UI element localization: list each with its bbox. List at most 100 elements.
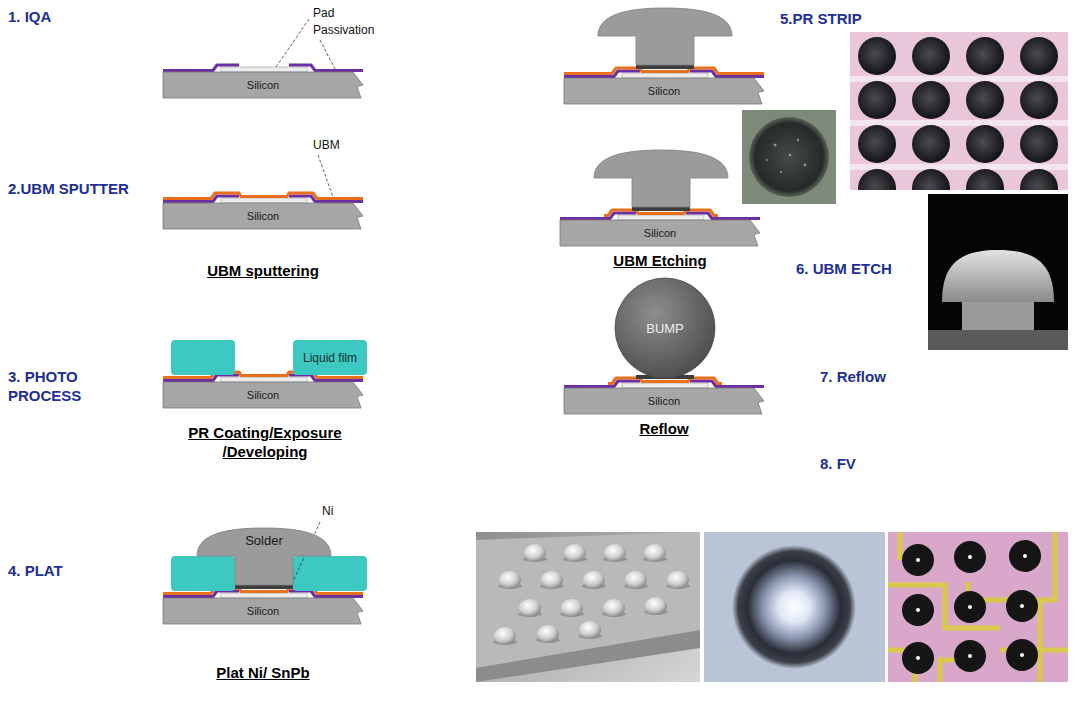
bond-pad	[622, 383, 708, 388]
node-text: Liquid film	[303, 351, 357, 365]
step-title: 7. Reflow	[820, 368, 886, 387]
sem-photo	[928, 194, 1068, 350]
optical-photo	[704, 532, 885, 682]
photo-stripe	[850, 76, 1068, 82]
bump-dome	[498, 571, 522, 589]
mushroom-bump	[598, 8, 732, 65]
node-text: Silicon	[644, 227, 676, 239]
solder-bump-shape	[615, 278, 715, 378]
node-text: Solder	[245, 533, 283, 548]
node-text: Silicon	[247, 605, 279, 617]
silicon-substrate-shape	[163, 382, 363, 408]
step-caption: Plat Ni/ SnPb	[163, 664, 363, 683]
bump-dome	[563, 544, 587, 562]
silicon-substrate-shape	[163, 72, 363, 98]
photoresist-block	[171, 556, 235, 591]
speckle	[766, 159, 768, 161]
step-title: 6. UBM ETCH	[796, 260, 892, 279]
photoresist-block: Liquid film	[293, 340, 367, 375]
step-title: 1. IQA	[8, 8, 51, 27]
photoresist-block	[171, 340, 235, 375]
sem-cap	[942, 250, 1054, 302]
sem-bumps-photo	[476, 532, 700, 682]
step-caption: Reflow	[564, 420, 764, 439]
speckle	[789, 154, 792, 157]
leader-line	[276, 19, 309, 67]
bump-dome	[578, 621, 602, 639]
speckle	[780, 171, 782, 173]
node-text: BUMP	[646, 321, 684, 336]
bump-top-view	[749, 117, 829, 197]
silicon-substrate: Silicon	[564, 388, 764, 414]
speckle	[774, 144, 777, 147]
step-title: 3. PHOTO PROCESS	[8, 368, 108, 406]
bump-dome	[624, 571, 648, 589]
node-text: Silicon	[648, 85, 680, 97]
bump-dome	[644, 597, 668, 615]
step-title: 5.PR STRIP	[780, 10, 862, 29]
bump-grid	[858, 37, 1058, 190]
speckle	[797, 139, 799, 141]
ubm-layer	[163, 193, 363, 199]
bump-dome	[582, 571, 606, 589]
photo-ground	[704, 532, 885, 682]
callout-label: Passivation	[313, 23, 374, 38]
photo-stripe	[850, 164, 1068, 170]
step-caption: UBM Etching	[560, 252, 760, 271]
silicon-substrate-shape	[560, 220, 760, 246]
silicon-substrate-shape	[163, 203, 363, 229]
bump-dome	[602, 599, 626, 617]
callout-label: Pad	[313, 6, 334, 21]
bump-array-photo	[850, 32, 1068, 190]
photo-ground	[742, 110, 836, 204]
bond-pad	[221, 377, 307, 382]
nickel-layer	[636, 65, 694, 69]
photoresist-block	[293, 556, 367, 591]
photo-ground	[888, 532, 1068, 682]
bump-dome	[603, 544, 627, 562]
bump-dome	[518, 599, 542, 617]
bond-pad	[622, 73, 708, 78]
node-text: Silicon	[247, 79, 279, 91]
silicon-substrate: Silicon	[163, 598, 363, 624]
speckle	[804, 164, 807, 167]
photoresist-block-shape	[293, 340, 367, 375]
bump-pads	[902, 540, 1041, 674]
bump-dome	[666, 571, 690, 589]
solder-plating-shape	[197, 528, 331, 585]
photo-ground	[850, 32, 1068, 190]
bond-pad	[618, 215, 704, 220]
bump-top-view	[732, 545, 856, 669]
solder-plating: Solder	[197, 526, 331, 585]
nickel-layer	[235, 585, 293, 589]
pad-highlights	[916, 554, 1027, 660]
photo-ground	[476, 532, 700, 682]
step-caption: PR Coating/Exposure /Developing	[168, 424, 362, 462]
bond-pad	[221, 67, 307, 72]
bond-pad	[221, 593, 307, 598]
sem-stem	[962, 298, 1034, 330]
sem-substrate	[928, 330, 1068, 350]
metal-traces	[888, 532, 1068, 682]
node-text: Silicon	[648, 395, 680, 407]
step-title: 4. PLAT	[8, 562, 63, 581]
nickel-layer	[632, 207, 690, 211]
leader-line	[320, 40, 335, 69]
bump-dome	[536, 625, 560, 643]
bump-dome	[560, 599, 584, 617]
node-text: Silicon	[247, 389, 279, 401]
bump-dome	[643, 544, 667, 562]
closeup-photo	[742, 110, 836, 204]
callout-label: Ni	[322, 504, 333, 519]
mushroom-bump	[594, 150, 728, 207]
silicon-substrate-shape	[564, 78, 764, 104]
silicon-substrate-shape	[163, 598, 363, 624]
step-caption: UBM sputtering	[163, 262, 363, 281]
solder-bump: BUMP	[615, 278, 715, 378]
step-title: 2.UBM SPUTTER	[8, 180, 129, 199]
photo-ground	[928, 194, 1068, 350]
bond-pad	[221, 198, 307, 203]
